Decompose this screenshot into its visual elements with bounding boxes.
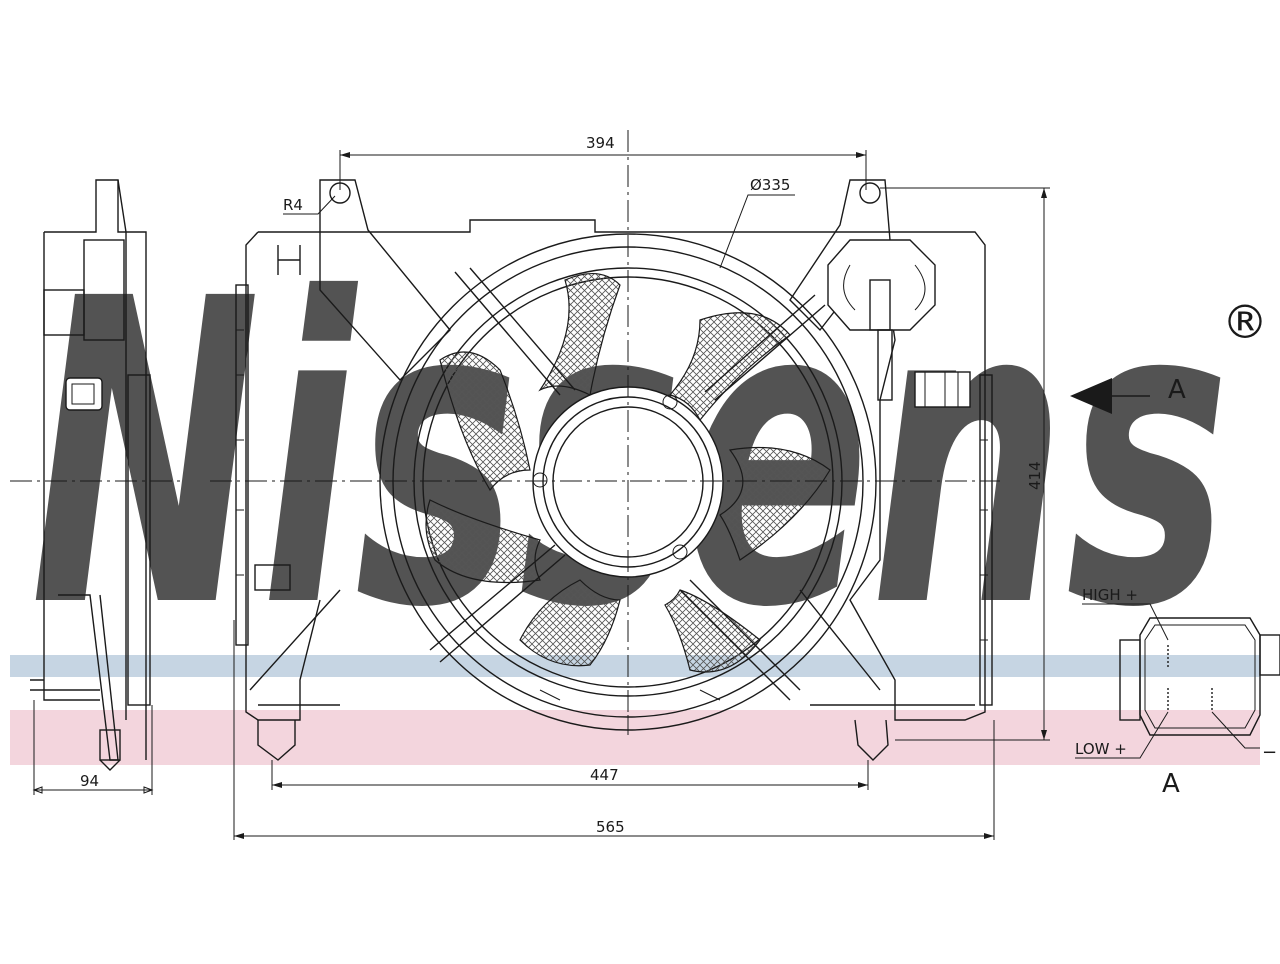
connector-housing bbox=[827, 239, 936, 331]
watermark-band-pink bbox=[10, 710, 1260, 765]
dim-radius: R4 bbox=[283, 196, 303, 214]
dim-height: 414 bbox=[1026, 461, 1044, 490]
label-ground: − bbox=[1262, 742, 1277, 763]
label-low: LOW + bbox=[1075, 740, 1127, 758]
dim-bottom-mount: 447 bbox=[590, 766, 619, 784]
front-view bbox=[235, 179, 993, 761]
side-view: 94 bbox=[10, 179, 180, 795]
connector-detail: HIGH + LOW + − A bbox=[1075, 586, 1280, 799]
watermark-band-blue bbox=[10, 655, 1260, 677]
dim-overall-width: 565 bbox=[596, 818, 625, 836]
dim-fan-diameter: Ø335 bbox=[750, 176, 790, 194]
detail-label: A bbox=[1162, 769, 1180, 799]
dim-top-width: 394 bbox=[586, 134, 615, 152]
dimensions: 394 Ø335 R4 414 447 565 bbox=[233, 134, 1050, 840]
view-label: A bbox=[1168, 375, 1186, 405]
label-high: HIGH + bbox=[1082, 586, 1138, 604]
dim-side-depth: 94 bbox=[80, 772, 99, 790]
view-arrow-a: A bbox=[1070, 375, 1186, 414]
fan-blades bbox=[425, 273, 831, 673]
arrow-left-icon bbox=[1070, 378, 1112, 414]
watermark-registered: ® bbox=[1222, 295, 1268, 349]
